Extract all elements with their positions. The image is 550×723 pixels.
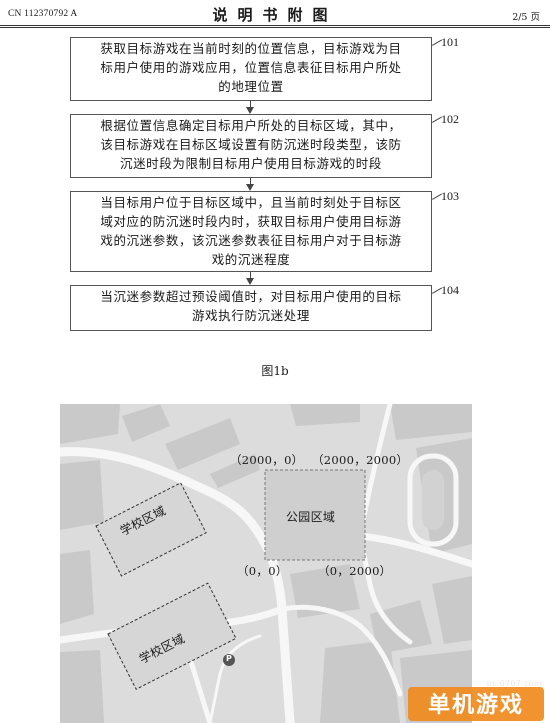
flow-step-line: 该目标游戏在目标区域设置有防沉迷时段类型，该防 xyxy=(100,137,402,152)
watermark-logo: 单机游戏 xyxy=(408,687,544,721)
building xyxy=(165,418,240,470)
building xyxy=(290,564,360,618)
step-number-104: 104 xyxy=(441,283,459,297)
building xyxy=(60,460,104,530)
flow-step-line: 域对应的防沉迷时段内时，获取目标用户使用目标游 xyxy=(100,214,402,229)
step-number-102: 102 xyxy=(441,112,459,126)
parking-icon xyxy=(223,654,235,666)
park-region-label: 公园区域 xyxy=(286,510,336,524)
building xyxy=(122,404,170,442)
school-region-2 xyxy=(107,582,237,690)
road xyxy=(208,634,262,723)
building xyxy=(320,640,400,723)
flow-step-line: 戏的沉迷程度 xyxy=(211,252,291,267)
school-region-1 xyxy=(95,482,207,577)
header-rule-top xyxy=(0,25,550,26)
flow-arrow-shaft xyxy=(250,101,251,108)
flow-step-line: 的地理位置 xyxy=(218,79,284,94)
building xyxy=(370,600,432,654)
coord-bottom-right: （0，2000） xyxy=(318,564,392,578)
building xyxy=(60,404,120,444)
flow-step-line: 沉迷时段为限制目标用户使用目标游戏的时段 xyxy=(119,156,382,171)
flow-step-line: 戏的沉迷参数，该沉迷参数表征目标用户对于目标游 xyxy=(100,233,402,248)
flow-arrow-head xyxy=(246,107,254,114)
coord-bottom-left: （0，0） xyxy=(237,564,288,578)
patent-number: CN 112370792 A xyxy=(8,9,78,19)
flow-step-101: 获取目标游戏在当前时刻的位置信息，目标游戏为目 标用户使用的游戏应用，位置信息表… xyxy=(70,37,432,101)
building xyxy=(432,576,472,644)
flow-step-line: 当目标用户位于目标区域中，且当前时刻处于目标区 xyxy=(100,195,402,210)
road xyxy=(357,533,413,645)
flow-step-line: 获取目标游戏在当前时刻的位置信息，目标游戏为目 xyxy=(100,41,402,56)
road xyxy=(60,447,295,723)
building xyxy=(210,454,260,488)
parking-label: P xyxy=(226,654,233,663)
building xyxy=(60,650,104,723)
flow-arrow-head xyxy=(246,184,254,191)
flow-step-104: 当沉迷参数超过预设阈值时，对目标用户使用的目标 游戏执行防沉迷处理 xyxy=(70,285,432,331)
flow-arrow-head xyxy=(246,278,254,285)
flow-step-103: 当目标用户位于目标区域中，且当前时刻处于目标区 域对应的防沉迷时段内时，获取目标… xyxy=(70,191,432,272)
step-number-103: 103 xyxy=(441,189,459,203)
flow-arrow-shaft xyxy=(250,272,251,279)
figure-caption: 图1b xyxy=(261,364,289,378)
park-region xyxy=(264,469,366,561)
stadium xyxy=(407,453,459,547)
svg-text:单机游戏: 单机游戏 xyxy=(428,692,524,718)
building xyxy=(290,404,360,426)
step-number-101: 101 xyxy=(441,35,459,49)
flow-step-line: 当沉迷参数超过预设阈值时，对目标用户使用的目标 xyxy=(100,289,402,304)
flow-step-line: 标用户使用的游戏应用，位置信息表征目标用户所处 xyxy=(100,60,402,75)
page-number: 2/5 页 xyxy=(512,12,540,23)
road xyxy=(279,604,403,697)
coord-top-right: （2000，2000） xyxy=(312,453,409,467)
flow-step-line: 游戏执行防沉迷处理 xyxy=(192,308,310,323)
building xyxy=(60,550,94,624)
coord-top-left: （2000，0） xyxy=(230,453,304,467)
map-figure xyxy=(60,404,472,723)
watermark-url: pc.0707.com xyxy=(486,679,542,688)
flow-step-line: 根据位置信息确定目标用户所处的目标区域，其中， xyxy=(100,118,402,133)
page-title: 说明书附图 xyxy=(212,6,338,24)
flow-arrow-shaft xyxy=(250,178,251,185)
building xyxy=(390,404,472,440)
header-rule-bottom xyxy=(0,27,550,28)
flow-step-102: 根据位置信息确定目标用户所处的目标区域，其中， 该目标游戏在目标区域设置有防沉迷… xyxy=(70,114,432,178)
